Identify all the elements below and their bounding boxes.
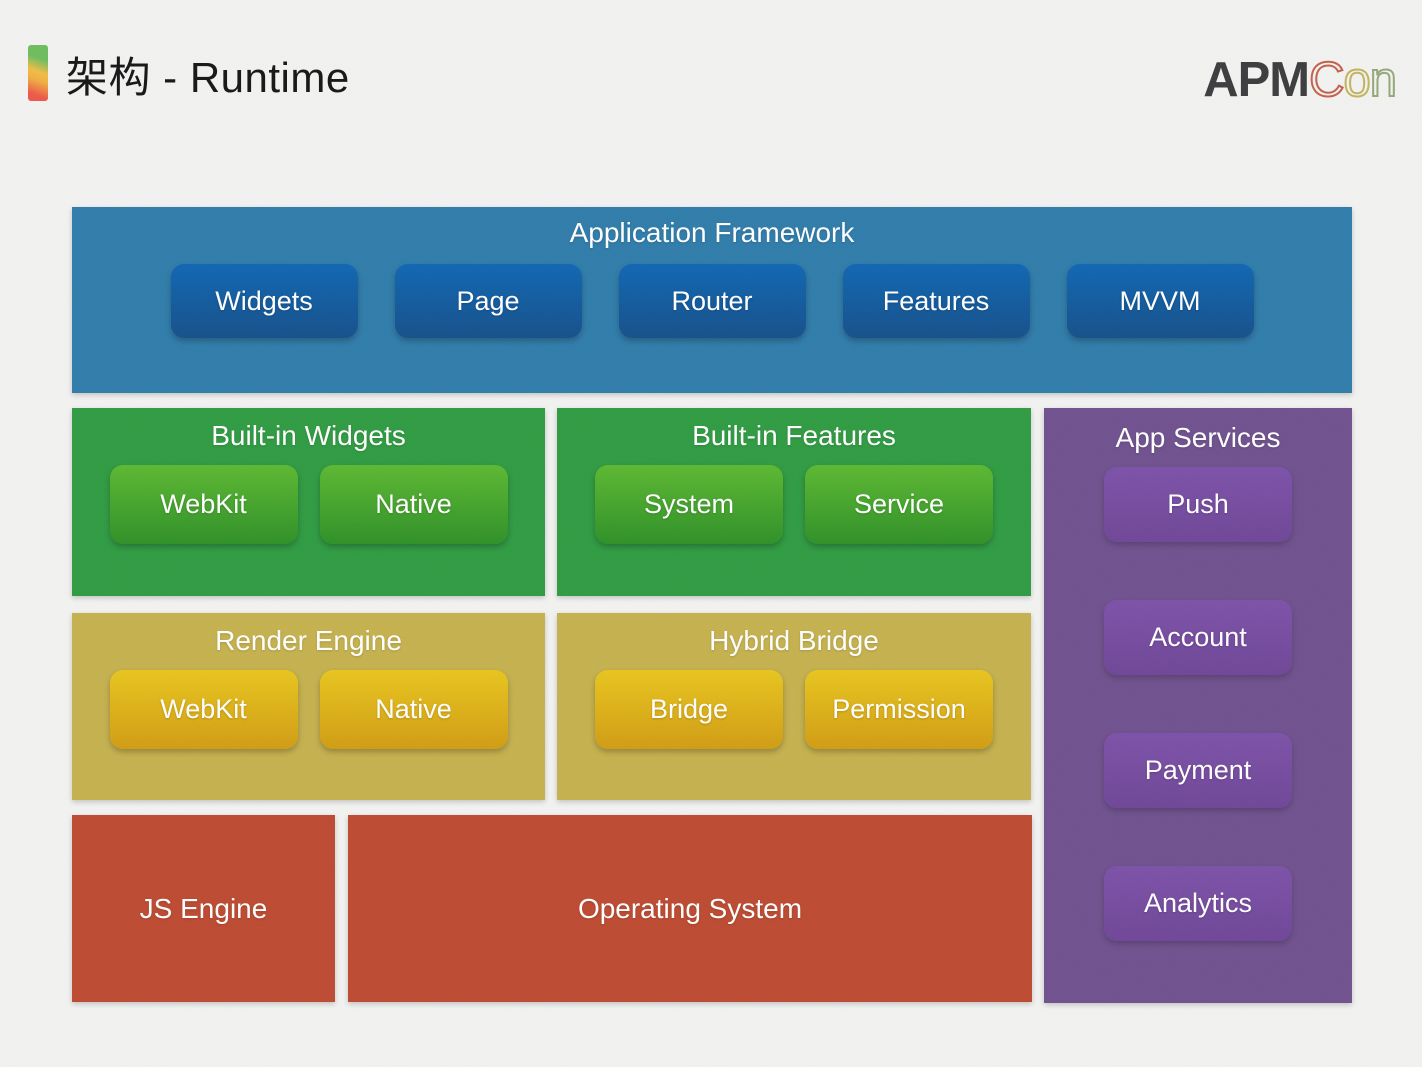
logo-letter-c: C [1308, 52, 1345, 108]
block-analytics: Analytics [1104, 866, 1292, 941]
application-framework-items: Widgets Page Router Features MVVM [72, 264, 1352, 338]
page-title: 架构 - Runtime [66, 54, 350, 101]
render-engine-items: WebKit Native [72, 670, 545, 749]
operating-system-panel: Operating System [348, 815, 1032, 1002]
hybrid-bridge-panel: Hybrid Bridge Bridge Permission [557, 613, 1031, 800]
block-features: Features [842, 264, 1030, 338]
built-in-widgets-panel: Built-in Widgets WebKit Native [72, 408, 545, 596]
js-engine-title: JS Engine [139, 892, 268, 924]
hybrid-bridge-title: Hybrid Bridge [709, 625, 879, 656]
block-payment: Payment [1104, 733, 1292, 808]
block-account: Account [1104, 600, 1292, 675]
block-router: Router [618, 264, 806, 338]
block-native-widgets: Native [319, 465, 508, 544]
block-widgets: Widgets [170, 264, 358, 338]
block-page: Page [394, 264, 582, 338]
accent-bar-icon [28, 45, 48, 101]
block-webkit-widgets: WebKit [109, 465, 298, 544]
operating-system-title: Operating System [577, 892, 803, 924]
built-in-features-panel: Built-in Features System Service [557, 408, 1031, 596]
block-webkit-render: WebKit [109, 670, 298, 749]
block-service: Service [805, 465, 993, 544]
application-framework-title: Application Framework [569, 217, 855, 248]
block-native-render: Native [319, 670, 508, 749]
block-push: Push [1104, 467, 1292, 542]
built-in-widgets-items: WebKit Native [72, 465, 545, 544]
logo-text-solid: APM [1203, 53, 1310, 107]
logo-letter-o: o [1342, 52, 1371, 108]
block-mvvm: MVVM [1066, 264, 1254, 338]
logo-letter-n: n [1369, 52, 1398, 108]
app-services-title: App Services [1115, 422, 1281, 453]
block-bridge: Bridge [595, 670, 783, 749]
app-services-items: Push Account Payment Analytics [1104, 467, 1292, 941]
built-in-features-title: Built-in Features [692, 420, 896, 451]
render-engine-title: Render Engine [215, 625, 402, 656]
block-permission: Permission [805, 670, 993, 749]
js-engine-panel: JS Engine [72, 815, 335, 1002]
render-engine-panel: Render Engine WebKit Native [72, 613, 545, 800]
hybrid-bridge-items: Bridge Permission [557, 670, 1031, 749]
app-services-panel: App Services Push Account Payment Analyt… [1044, 408, 1352, 1003]
application-framework-panel: Application Framework Widgets Page Route… [72, 207, 1352, 393]
built-in-widgets-title: Built-in Widgets [211, 420, 406, 451]
block-system: System [595, 465, 783, 544]
built-in-features-items: System Service [557, 465, 1031, 544]
